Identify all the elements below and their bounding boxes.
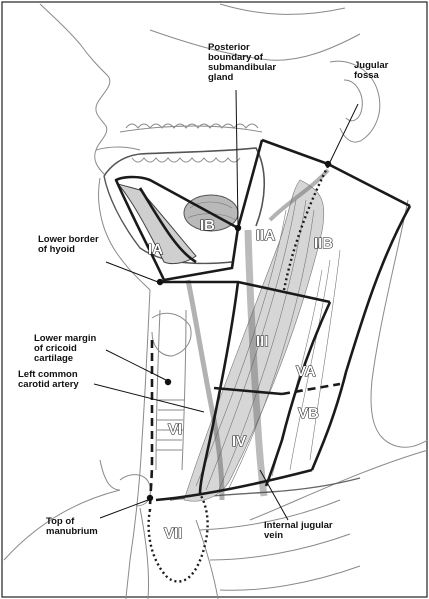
- boundary-level-VI-VII: [150, 340, 152, 510]
- region-IB: IB: [200, 217, 215, 234]
- leader-left-common-carotid: [94, 384, 204, 412]
- region-IV: IV: [232, 433, 246, 450]
- face-profile: [40, 4, 110, 174]
- region-VI: VI: [168, 421, 182, 438]
- neck-back-skin: [371, 200, 428, 447]
- region-VB: VB: [298, 405, 319, 422]
- region-IIA: IIA: [256, 227, 275, 244]
- label-jugular-fossa: Jugular fossa: [354, 60, 391, 81]
- sternum: [140, 508, 149, 599]
- trachea-right: [182, 310, 186, 470]
- boundary-VA-VB: [282, 384, 340, 394]
- label-posterior-boundary: Posterior boundary of submandibular glan…: [208, 42, 279, 83]
- label-internal-jugular-vein: Internal jugular vein: [264, 520, 335, 541]
- region-VA: VA: [296, 363, 316, 380]
- upper-lip: [96, 147, 140, 150]
- region-IIB: IIB: [314, 235, 333, 252]
- shoulder-line: [250, 450, 428, 520]
- leader-jugular-fossa: [330, 104, 358, 162]
- scalene-fibers-2: [310, 250, 340, 460]
- rib-3: [220, 566, 360, 590]
- leader-lower-margin-cricoid: [106, 350, 166, 380]
- lower-teeth: [132, 158, 240, 162]
- boundary-bottom: [156, 470, 312, 500]
- leader-top-of-manubrium: [100, 500, 148, 518]
- trachea-left: [156, 310, 160, 470]
- leader-lower-border-hyoid: [106, 262, 158, 282]
- label-lower-border-hyoid: Lower border of hyoid: [38, 234, 101, 255]
- region-IA: IA: [148, 241, 163, 258]
- region-VII: VII: [164, 525, 182, 542]
- label-lower-margin-cricoid: Lower margin of cricoid cartilage: [34, 333, 99, 364]
- region-III: III: [256, 333, 269, 350]
- label-top-of-manubrium: Top of manubrium: [46, 516, 98, 537]
- upper-gum: [120, 126, 262, 132]
- left-neck-edge: [100, 460, 120, 490]
- skull-contour: [220, 4, 345, 14]
- anatomy-sketch: [4, 4, 428, 599]
- boundary-level-II-front: [238, 140, 262, 228]
- label-left-common-carotid: Left common carotid artery: [18, 369, 80, 390]
